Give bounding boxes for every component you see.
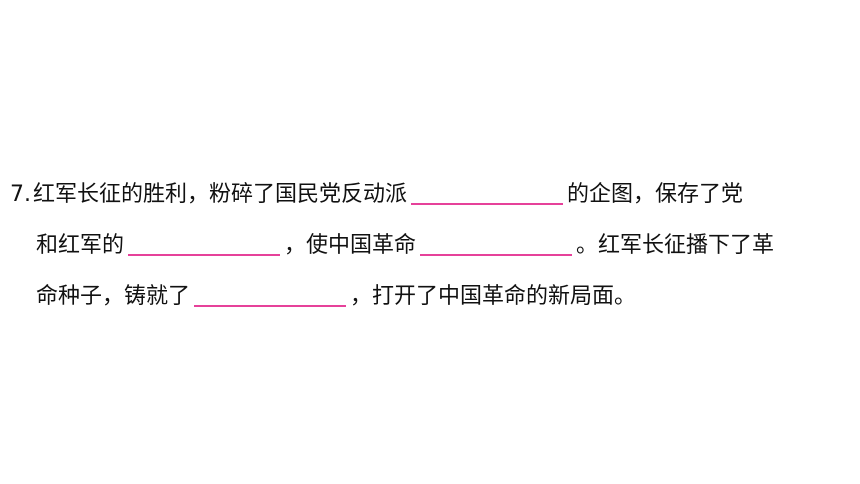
question-line-3: 命种子，铸就了 ，打开了中国革命的新局面。 (36, 277, 636, 317)
question-text-segment: ，打开了中国革命的新局面。 (350, 284, 637, 309)
answer-blank-2[interactable] (128, 253, 281, 256)
question-line-1: 7.红军长征的胜利，粉碎了国民党反动派 的企图，保存了党 (10, 175, 743, 215)
question-text-segment: ，使中国革命 (284, 233, 417, 258)
answer-blank-1[interactable] (411, 202, 564, 205)
question-text-segment: 命种子，铸就了 (36, 284, 191, 309)
question-line-2: 和红军的 ，使中国革命 。红军长征播下了革 (36, 226, 774, 266)
question-text-segment: 红军长征的胜利，粉碎了国民党反动派 (33, 182, 408, 207)
question-text-segment: 的企图，保存了党 (567, 182, 744, 207)
answer-blank-4[interactable] (194, 304, 347, 307)
question-text-segment: 。红军长征播下了革 (576, 233, 775, 258)
question-number: 7. (10, 182, 31, 207)
answer-blank-3[interactable] (420, 253, 573, 256)
question-text-segment: 和红军的 (36, 233, 125, 258)
